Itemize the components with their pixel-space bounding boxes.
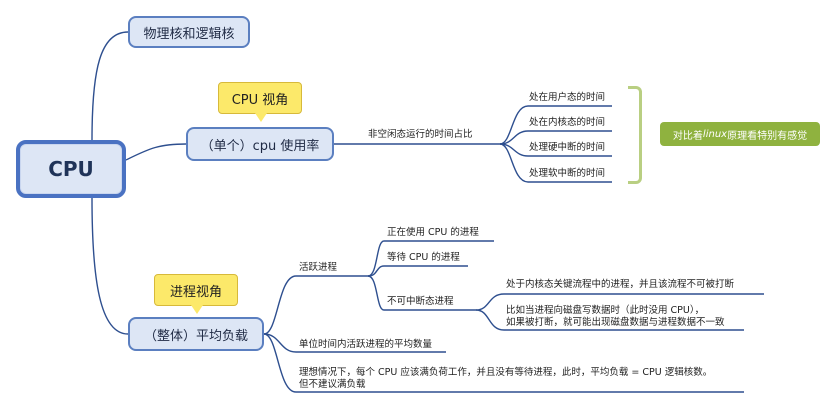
node-load-average[interactable]: （整体）平均负载 (128, 317, 264, 351)
callout-cpu-perspective-label: CPU 视角 (231, 92, 289, 108)
item-user-mode-time: 处在用户态的时间 (529, 92, 606, 103)
label-ideal-load: 理想情况下，每个 CPU 应该满负荷工作，并且没有等待进程，此时，平均负载 = … (299, 367, 713, 390)
item-running-on-cpu: 正在使用 CPU 的进程 (387, 227, 479, 238)
edge-active-uninterruptible (367, 275, 476, 311)
edge-active-running (367, 240, 494, 277)
edge-ratio-hardirq (499, 143, 612, 157)
edge-uninterruptible-example (475, 309, 744, 331)
summary-linux-em: linux (702, 128, 728, 140)
item-hardirq-time: 处理硬中断的时间 (529, 142, 606, 153)
node-cpu-usage-label: （单个）cpu 使用率 (200, 138, 320, 154)
edge-root-load (91, 197, 129, 335)
callout-process-perspective-label: 进程视角 (169, 284, 222, 300)
edge-ratio-user (499, 105, 612, 145)
edge-root-usage (125, 143, 187, 161)
summary-prefix: 对比着 (672, 130, 703, 142)
item-disk-write-example: 比如当进程向磁盘写数据时（此时没用 CPU）， 如果被打断，就可能出现磁盘数据与… (506, 305, 725, 328)
edge-root-physical (91, 31, 129, 141)
node-load-average-label: （整体）平均负载 (143, 328, 248, 344)
label-non-idle-ratio: 非空闲态运行的时间占比 (368, 129, 473, 140)
node-cpu-usage[interactable]: （单个）cpu 使用率 (186, 127, 334, 161)
label-avg-active-count: 单位时间内活跃进程的平均数量 (299, 339, 433, 350)
edge-ratio-kernel (499, 130, 612, 145)
item-kernel-mode-time: 处在内核态的时间 (529, 117, 606, 128)
summary-linux-note[interactable]: 对比着 linux 原理看特别有感觉 (660, 122, 820, 146)
callout-cpu-perspective: CPU 视角 (218, 82, 302, 122)
summary-suffix: 原理看特别有感觉 (727, 130, 808, 142)
root-node-cpu[interactable]: CPU (16, 140, 126, 198)
root-node-label: CPU (48, 157, 94, 181)
callout-process-perspective: 进程视角 (154, 274, 238, 314)
edge-load-avg (263, 333, 446, 353)
edge-ratio-softirq (499, 143, 612, 183)
edge-active-waiting (367, 265, 468, 277)
item-kernel-critical-path: 处于内核态关键流程中的进程，并且该流程不可被打断 (506, 279, 735, 290)
node-physical-logical-cores-label: 物理核和逻辑核 (143, 26, 235, 42)
node-physical-logical-cores[interactable]: 物理核和逻辑核 (128, 16, 250, 48)
edge-load-ideal (263, 333, 744, 393)
item-softirq-time: 处理软中断的时间 (529, 168, 606, 179)
label-active-processes: 活跃进程 (299, 262, 338, 273)
summary-brace (628, 86, 642, 184)
edge-load-active (263, 275, 368, 335)
edge-uninterruptible-critical (475, 293, 764, 311)
item-waiting-for-cpu: 等待 CPU 的进程 (387, 252, 460, 263)
item-uninterruptible: 不可中断态进程 (387, 296, 454, 307)
